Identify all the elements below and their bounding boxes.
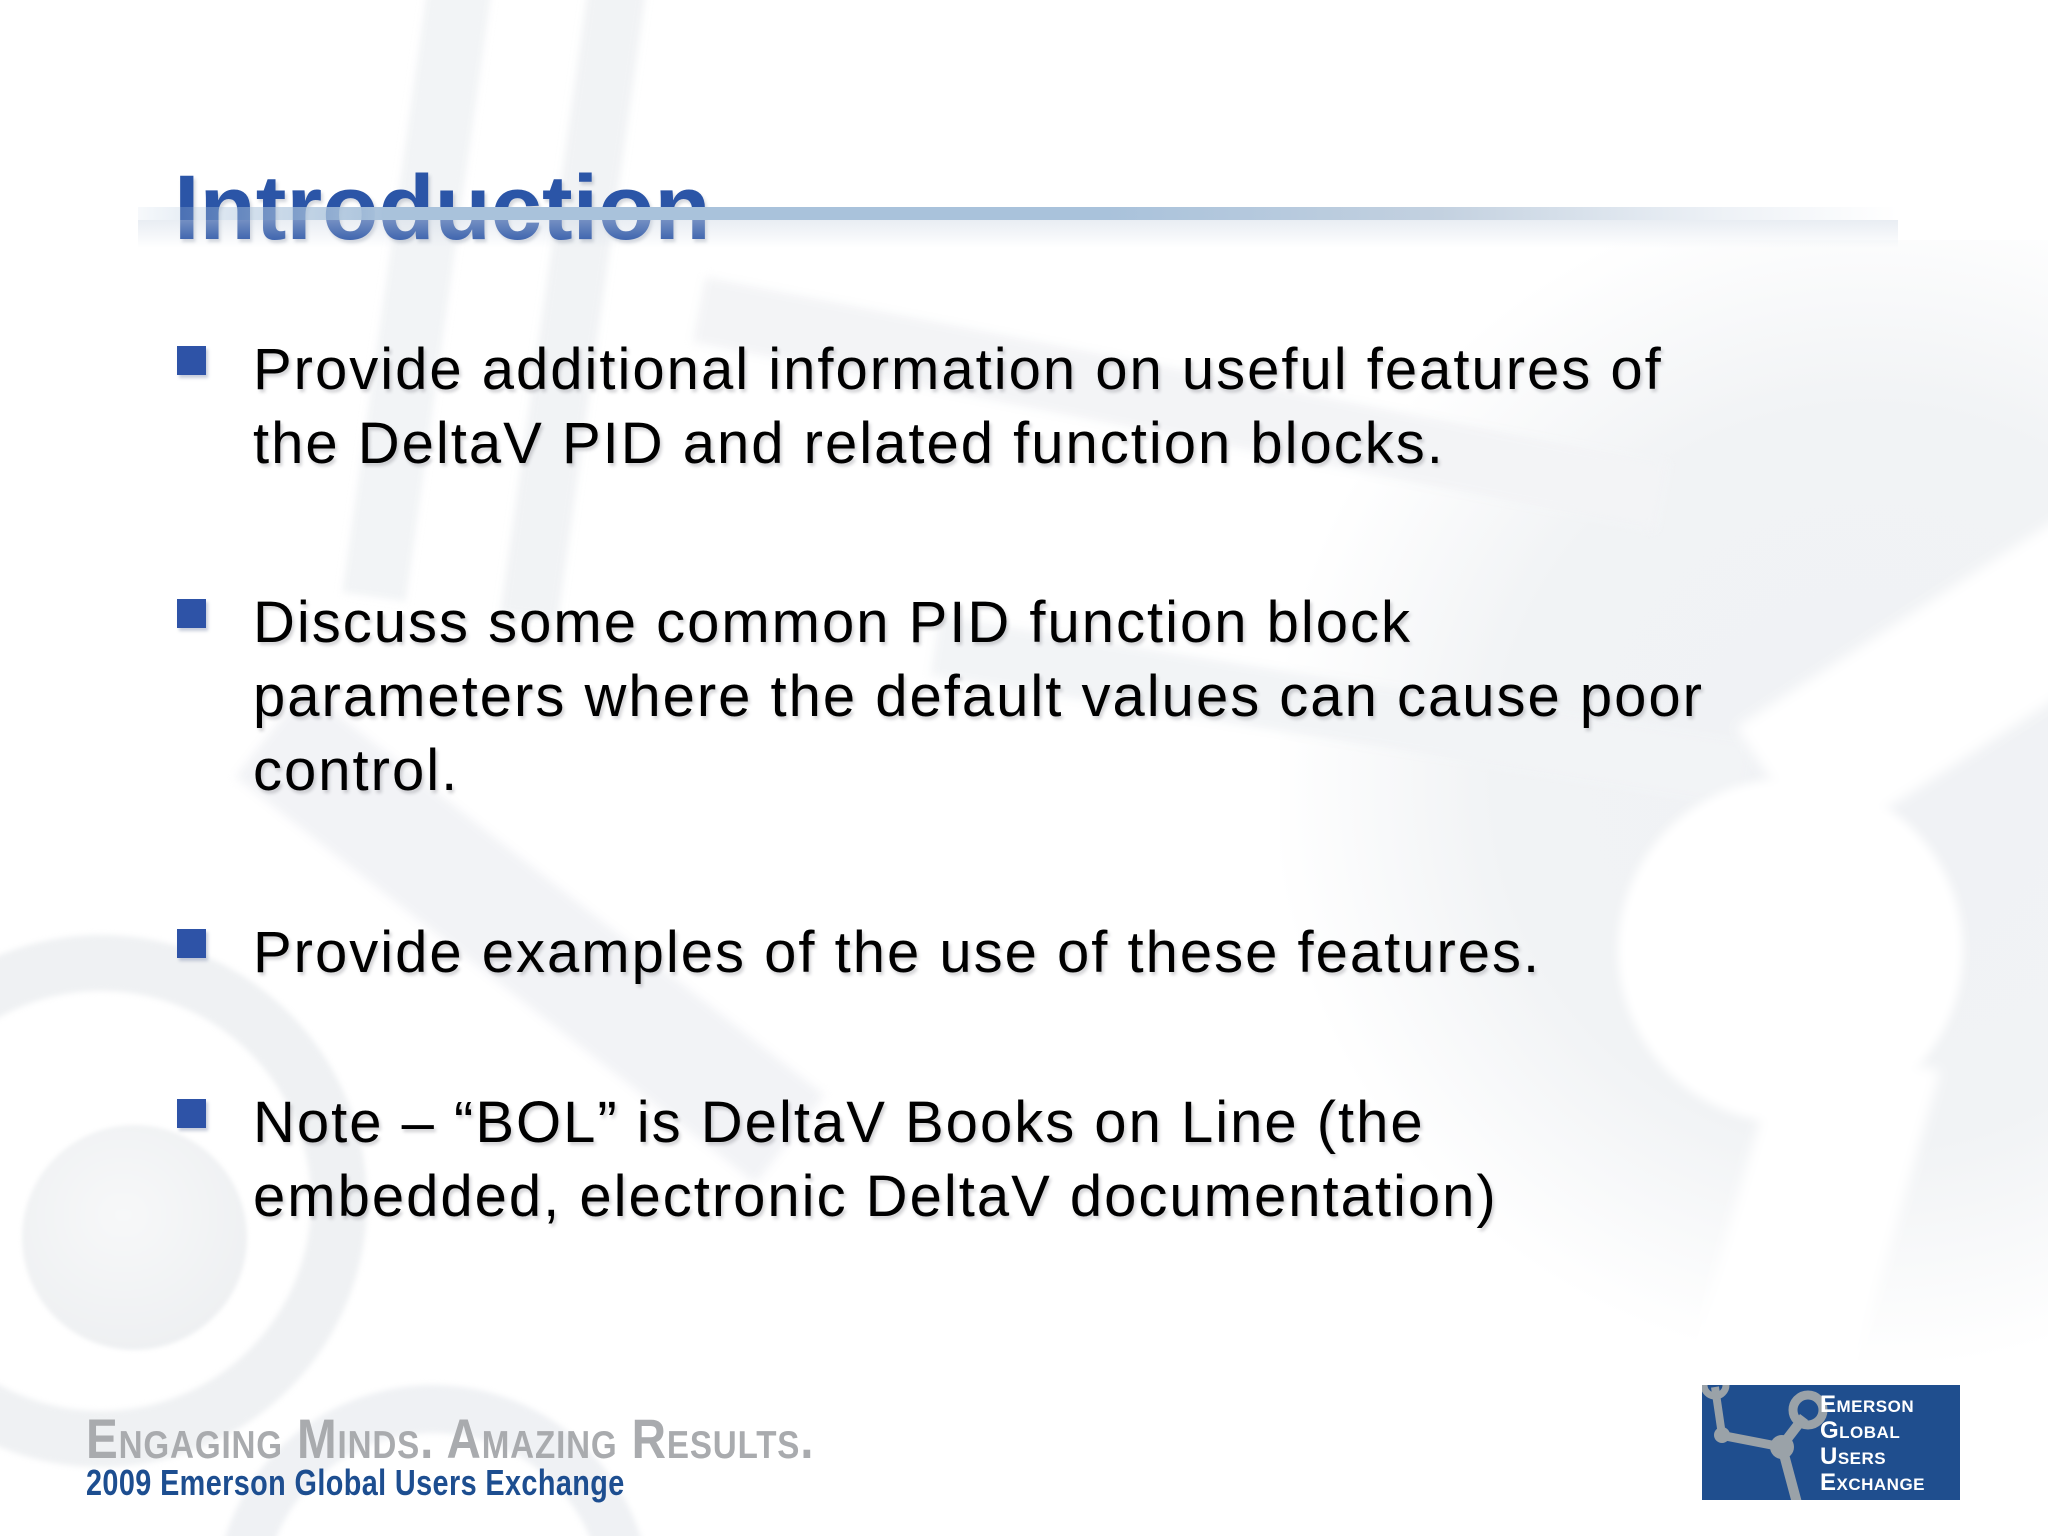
logo-line: Emerson xyxy=(1820,1391,1915,1418)
bullet-square-icon xyxy=(177,346,206,375)
footer-event-line: 2009 Emerson Global Users Exchange xyxy=(86,1462,625,1503)
footer-tagline: Engaging Minds. Amazing Results. xyxy=(86,1407,815,1470)
molecule-icon xyxy=(1702,1385,1828,1500)
bullet-item: Discuss some common PID function block p… xyxy=(177,586,1917,808)
bullet-square-icon xyxy=(177,599,206,628)
bullet-text: Provide additional information on useful… xyxy=(253,337,1663,476)
bullet-text: Provide examples of the use of these fea… xyxy=(253,920,1542,985)
watermark-streak xyxy=(342,0,498,602)
bullet-square-icon xyxy=(177,929,206,958)
logo-line: Users xyxy=(1820,1443,1887,1470)
bullet-square-icon xyxy=(177,1099,206,1128)
title-underline-rule xyxy=(138,207,1898,248)
logo-line: Global xyxy=(1820,1417,1901,1444)
watermark-streak xyxy=(500,0,654,621)
emerson-users-exchange-logo: Emerson Global Users Exchange xyxy=(1702,1385,1960,1500)
bullet-item: Provide additional information on useful… xyxy=(177,333,1917,481)
logo-wordmark: Emerson Global Users Exchange xyxy=(1820,1392,1925,1496)
bullet-text: Discuss some common PID function block p… xyxy=(253,590,1704,803)
logo-line: Exchange xyxy=(1820,1469,1926,1496)
bullet-item: Note – “BOL” is DeltaV Books on Line (th… xyxy=(177,1086,1917,1234)
bullet-text: Note – “BOL” is DeltaV Books on Line (th… xyxy=(253,1090,1498,1229)
bullet-item: Provide examples of the use of these fea… xyxy=(177,916,1917,990)
